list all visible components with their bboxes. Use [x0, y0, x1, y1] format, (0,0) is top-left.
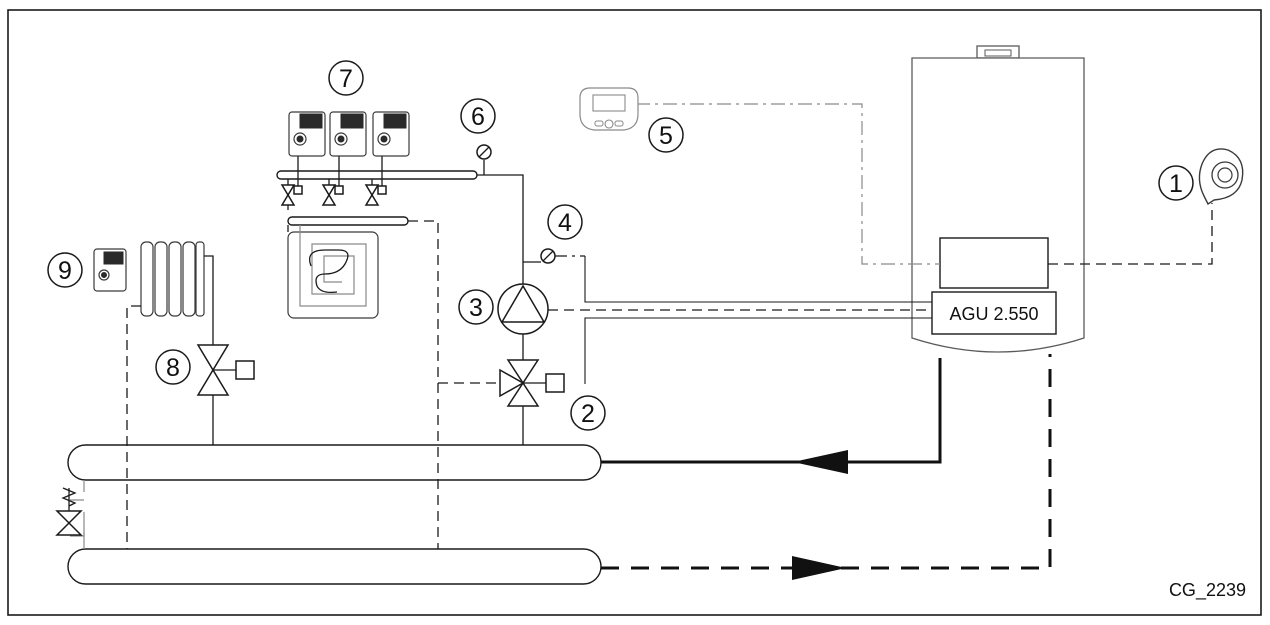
flow-arrow-right-icon: [792, 556, 846, 580]
return-header: [67, 548, 602, 585]
label-2: 2: [570, 395, 606, 431]
boiler-supply-line: [601, 358, 942, 464]
mixing-valve-2: [499, 359, 565, 407]
figure-code: CG_2239: [1169, 580, 1246, 601]
svg-text:3: 3: [469, 294, 483, 322]
label-6: 6: [460, 98, 496, 134]
svg-text:5: 5: [659, 122, 673, 150]
room-thermostat-2: [329, 111, 367, 157]
agu-module-box: [931, 291, 1057, 335]
agu-label: AGU 2.550: [949, 304, 1038, 324]
label-3: 3: [458, 289, 494, 325]
temperature-sensor-4: [523, 248, 556, 264]
zone-valve-8: [196, 344, 255, 396]
svg-text:8: 8: [166, 354, 180, 382]
label-5: 5: [648, 117, 684, 153]
label-8: 8: [155, 349, 191, 385]
outdoor-sensor-wire: [1048, 203, 1213, 265]
svg-text:9: 9: [58, 257, 72, 285]
svg-text:1: 1: [1169, 170, 1183, 198]
room-unit-wire: [636, 103, 940, 265]
label-1: 1: [1158, 165, 1194, 201]
boiler: AGU 2.550: [911, 45, 1085, 353]
flow-temperature-sensor-6: [476, 144, 492, 160]
room-thermostat-3: [372, 111, 410, 157]
diagram-frame: [7, 9, 1262, 616]
zone-valve-2: [321, 150, 344, 206]
zone-valve-1: [280, 150, 303, 210]
overflow-valve: [55, 480, 85, 549]
svg-text:6: 6: [471, 103, 485, 131]
label-7: 7: [328, 60, 364, 96]
outdoor-sensor-1: [1198, 148, 1244, 206]
pump-cable-3: [584, 317, 932, 384]
svg-text:7: 7: [339, 65, 353, 93]
room-thermostat-1: [288, 111, 326, 157]
radiator-thermostat-9: [93, 248, 127, 292]
pump-cable-1: [584, 256, 932, 303]
svg-text:4: 4: [558, 209, 572, 237]
label-9: 9: [47, 252, 83, 288]
flow-arrow-left-icon: [793, 450, 848, 474]
underfloor-circuit: [276, 150, 524, 549]
room-unit-5: [579, 87, 639, 131]
zone-valve-3: [364, 150, 387, 206]
circulation-pump: [497, 283, 549, 335]
label-4: 4: [547, 204, 583, 240]
radiator: [126, 241, 214, 549]
svg-text:2: 2: [581, 400, 595, 428]
flow-header: [67, 444, 602, 481]
boiler-control-module: [939, 237, 1049, 289]
